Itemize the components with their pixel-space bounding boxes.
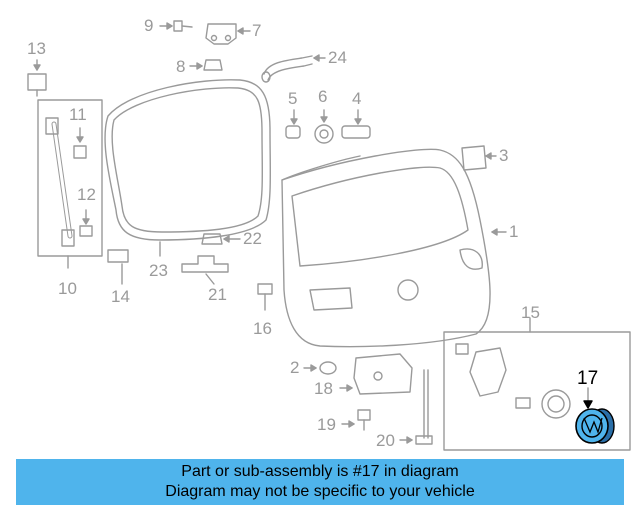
callout-16: 16	[253, 319, 272, 338]
callout-10: 10	[58, 279, 77, 298]
callout-9: 9	[144, 16, 154, 35]
info-banner: Part or sub-assembly is #17 in diagram D…	[16, 459, 624, 505]
callout-2: 2	[290, 358, 300, 377]
callout-11: 11	[69, 105, 87, 124]
callout-21: 21	[208, 285, 227, 304]
callout-1: 1	[509, 222, 519, 241]
part-9-screw	[159, 20, 193, 32]
part-10-strut-box	[37, 99, 103, 269]
part-19-bolt	[341, 409, 371, 431]
callout-3: 3	[499, 146, 509, 165]
part-1-liftgate	[281, 148, 507, 348]
callout-13: 13	[27, 39, 46, 58]
part-23-seal	[104, 79, 272, 257]
callout-18: 18	[314, 379, 333, 398]
part-3-pad	[461, 145, 497, 171]
callout-4: 4	[352, 89, 362, 108]
callout-19: 19	[317, 415, 336, 434]
part-16-bolt	[257, 283, 273, 311]
banner-line-2: Diagram may not be specific to your vehi…	[165, 483, 475, 500]
part-6-grommet	[314, 109, 334, 144]
callout-7: 7	[252, 21, 262, 40]
part-5-bolt	[285, 109, 301, 139]
part-20-rod	[399, 369, 433, 445]
part-14-clip	[107, 249, 129, 285]
callout-23: 23	[149, 261, 168, 280]
callout-20: 20	[376, 431, 395, 450]
callout-8: 8	[176, 57, 186, 76]
part-22-nut	[201, 233, 241, 245]
callout-22: 22	[243, 229, 262, 248]
part-15-assembly-box	[443, 317, 631, 451]
part-18-latch	[339, 353, 413, 395]
part-24-hose	[261, 54, 326, 83]
callout-17: 17	[577, 368, 599, 389]
part-4-screw	[341, 109, 371, 139]
callout-14: 14	[111, 287, 130, 306]
callout-15: 15	[521, 303, 540, 322]
part-13-bolt	[27, 59, 47, 97]
parts-diagram	[27, 20, 631, 451]
part-2-nut	[303, 361, 337, 375]
part-17-emblem-highlight	[575, 408, 615, 444]
banner-line-1: Part or sub-assembly is #17 in diagram	[181, 463, 459, 480]
part-8-nut	[189, 59, 223, 71]
part-7-bracket	[205, 23, 251, 45]
callout-24: 24	[328, 48, 347, 67]
callout-6: 6	[318, 87, 328, 106]
part-21-bracket	[181, 255, 229, 285]
callout-5: 5	[288, 89, 298, 108]
callout-12: 12	[77, 185, 96, 204]
